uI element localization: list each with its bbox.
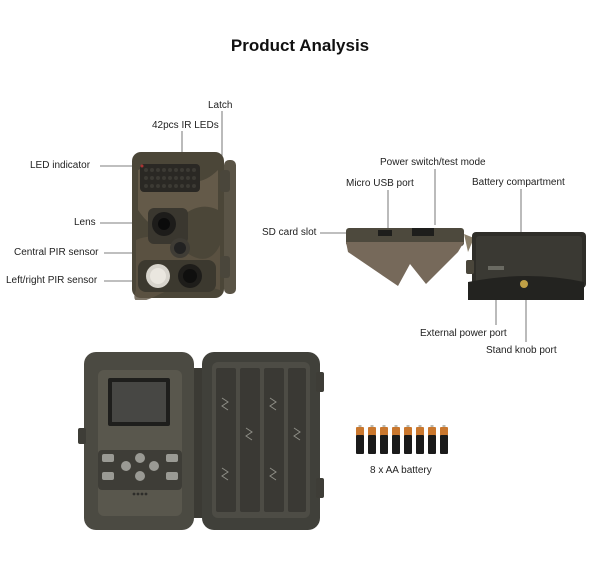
aa-battery [368, 425, 376, 454]
aa-battery [380, 425, 388, 454]
label-stand-knob: Stand knob port [486, 345, 557, 356]
page-title: Product Analysis [230, 36, 370, 55]
camera-side-image [346, 228, 586, 300]
label-latch: Latch [208, 100, 233, 111]
camera-open-image [78, 352, 324, 530]
aa-battery [428, 425, 436, 454]
label-sd-card: SD card slot [262, 227, 317, 238]
aa-battery [440, 425, 448, 454]
label-lens: Lens [74, 217, 96, 228]
batteries-image [356, 425, 448, 454]
camera-front-image [132, 152, 236, 300]
label-battery-compartment: Battery compartment [472, 177, 565, 188]
aa-battery [404, 425, 412, 454]
aa-battery [356, 425, 364, 454]
aa-battery [392, 425, 400, 454]
label-micro-usb: Micro USB port [346, 178, 414, 189]
label-external-power: External power port [420, 328, 507, 339]
battery-caption: 8 x AA battery [370, 465, 432, 476]
label-ir-leds: 42pcs IR LEDs [152, 120, 219, 131]
label-central-pir: Central PIR sensor [14, 247, 99, 258]
label-led-indicator: LED indicator [30, 160, 91, 171]
label-power-switch: Power switch/test mode [380, 157, 486, 168]
aa-battery [416, 425, 424, 454]
label-side-pir: Left/right PIR sensor [6, 275, 98, 286]
